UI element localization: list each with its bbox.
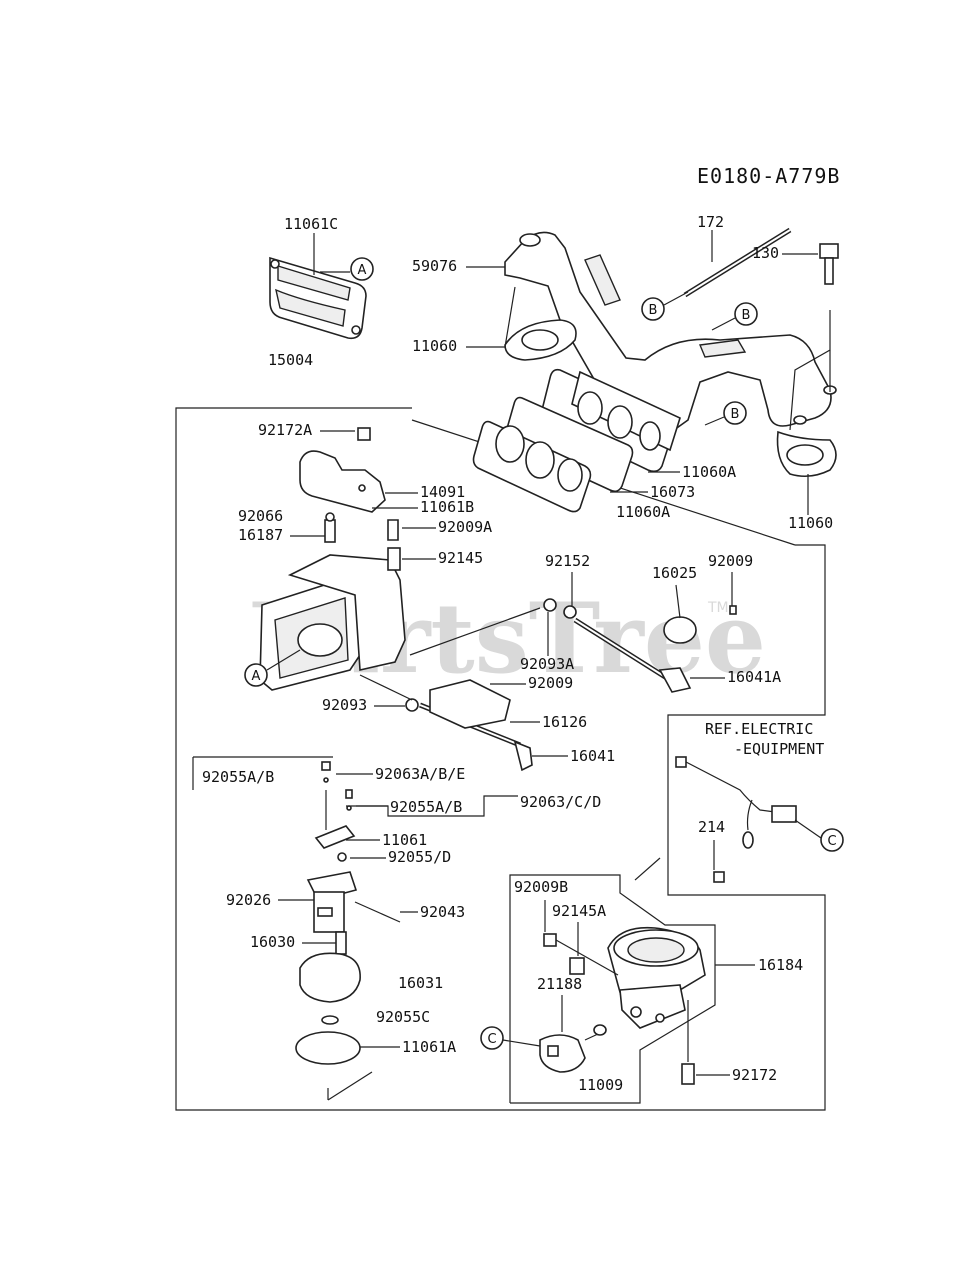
label-92009-a: 92009 xyxy=(708,552,753,570)
throttle-shaft xyxy=(405,679,533,772)
float-labels: 92055A/B 92063A/B/E 92055A/B 92063/C/D 1… xyxy=(202,765,601,1056)
svg-text:A: A xyxy=(252,669,261,684)
label-92152: 92152 xyxy=(545,552,590,570)
label-92066: 92066 xyxy=(238,507,283,525)
label-16030: 16030 xyxy=(250,933,295,951)
marker-c-elec xyxy=(820,828,844,852)
label-21188: 21188 xyxy=(537,975,582,993)
label-130: 130 xyxy=(752,244,779,262)
choke-shaft xyxy=(543,598,737,693)
carb-body xyxy=(259,512,406,691)
label-11061a: 11061A xyxy=(402,1038,456,1056)
watermark-tm: TM xyxy=(707,600,729,616)
label-16025: 16025 xyxy=(652,564,697,582)
carb-labels: 92172A 14091 11061B 92066 16187 92009A 9… xyxy=(238,421,781,765)
label-11060-top: 11060 xyxy=(412,337,457,355)
bowl-labels: 92009B 92145A 16184 21188 11009 92172 xyxy=(514,878,803,1094)
label-11061: 11061 xyxy=(382,831,427,849)
label-15004: 15004 xyxy=(268,351,313,369)
gasket-11061c xyxy=(269,256,367,340)
label-92043: 92043 xyxy=(420,903,465,921)
label-16031: 16031 xyxy=(398,974,443,992)
svg-text:B: B xyxy=(731,407,740,422)
svg-text:A: A xyxy=(358,263,367,278)
label-92009-b: 92009 xyxy=(528,674,573,692)
label-92009a: 92009A xyxy=(438,518,492,536)
label-16041a: 16041A xyxy=(727,668,781,686)
label-214: 214 xyxy=(698,818,725,836)
label-172: 172 xyxy=(697,213,724,231)
label-92063abe: 92063A/B/E xyxy=(375,765,465,783)
label-92093: 92093 xyxy=(322,696,367,714)
label-11060a-1: 11060A xyxy=(682,463,736,481)
label-16041: 16041 xyxy=(570,747,615,765)
ref-note-line2: -EQUIPMENT xyxy=(734,740,824,758)
svg-text:B: B xyxy=(742,308,751,323)
diagram-code: E0180-A779B xyxy=(697,164,840,188)
fuel-bowl xyxy=(539,926,706,1085)
label-11061c: 11061C xyxy=(284,215,338,233)
carb-cover-14091 xyxy=(299,427,386,513)
label-92172a: 92172A xyxy=(258,421,312,439)
label-16184: 16184 xyxy=(758,956,803,974)
manifold xyxy=(472,231,837,513)
label-92055ab-mid: 92055A/B xyxy=(390,798,462,816)
label-92172: 92172 xyxy=(732,1066,777,1084)
stud-172 xyxy=(683,227,792,298)
label-92009b: 92009B xyxy=(514,878,568,896)
marker-a-carb xyxy=(244,663,268,687)
marker-a-top xyxy=(350,257,374,281)
marker-b-1 xyxy=(641,297,665,321)
marker-c-bowl xyxy=(480,1026,504,1050)
label-14091: 14091 xyxy=(420,483,465,501)
label-11061b: 11061B xyxy=(420,498,474,516)
label-92145a: 92145A xyxy=(552,902,606,920)
label-92055d: 92055/D xyxy=(388,848,451,866)
label-11009: 11009 xyxy=(578,1076,623,1094)
label-92063cd: 92063/C/D xyxy=(520,793,601,811)
bolt-130 xyxy=(819,243,839,285)
label-11060a-2: 11060A xyxy=(616,503,670,521)
label-92145: 92145 xyxy=(438,549,483,567)
marker-b-2 xyxy=(734,302,758,326)
marker-b-3 xyxy=(723,401,747,425)
label-16187: 16187 xyxy=(238,526,283,544)
svg-text:B: B xyxy=(649,303,658,318)
label-92026: 92026 xyxy=(226,891,271,909)
float-assembly xyxy=(295,761,401,1101)
wire-harness xyxy=(675,756,797,883)
svg-text:C: C xyxy=(827,834,836,849)
label-16073: 16073 xyxy=(650,483,695,501)
label-16126: 16126 xyxy=(542,713,587,731)
label-92093a: 92093A xyxy=(520,655,574,673)
label-11060-right: 11060 xyxy=(788,514,833,532)
label-92055ab-left: 92055A/B xyxy=(202,768,274,786)
label-92055c: 92055C xyxy=(376,1008,430,1026)
ref-note-line1: REF.ELECTRIC xyxy=(705,720,813,738)
label-59076: 59076 xyxy=(412,257,457,275)
svg-text:C: C xyxy=(487,1032,496,1047)
